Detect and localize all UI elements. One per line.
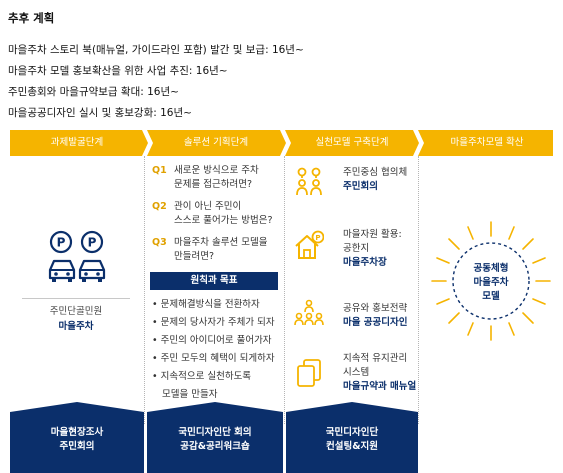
problem-line1: 주민단골민원 — [49, 306, 103, 317]
stage-arrow-banner — [10, 130, 553, 156]
bottom-banner — [10, 402, 418, 473]
column-divider — [144, 156, 145, 424]
page-heading: 추후 계획 — [8, 11, 55, 25]
parking-sign-icon: P P — [49, 230, 104, 254]
stage-label-4: 마을주차모델 확산 — [450, 137, 524, 148]
stage-arrow-3 — [285, 130, 419, 156]
model-item-4: 지속적 유지관리 시스템 마을규약과 매뉴얼 — [343, 353, 417, 392]
question-label: Q3 — [152, 237, 167, 248]
stage-label-3: 실천모델 구축단계 — [315, 137, 389, 148]
stage-arrow-2 — [147, 130, 286, 156]
car-icon — [48, 259, 106, 282]
principle-title-bar: 원칙과 목표 — [150, 272, 278, 290]
house-parking-icon: P — [295, 230, 324, 259]
model-item-3: 공유와 홍보전략 마을 공공디자인 — [343, 303, 408, 328]
principle-item: • 문제해결방식을 전환하자 — [152, 299, 260, 310]
problem-line2: 마을주차 — [58, 321, 94, 332]
principle-item: • 주민 모두의 혜택이 되게하자 — [152, 353, 275, 364]
stage-label-2: 솔루션 기획단계 — [183, 137, 249, 148]
principle-item: • 지속적으로 실천하도록 — [152, 371, 252, 382]
svg-text:P: P — [315, 234, 320, 242]
model-item-2: 마을자원 활용: 공한지 마을주차장 — [343, 229, 402, 268]
problem-box: 주민단골민원 마을주차 — [22, 298, 130, 334]
principle-item: • 문제의 당사자가 주체가 되자 — [152, 317, 275, 328]
plan-item: 마을공공디자인 실시 및 홍보강화: 16년~ — [8, 107, 192, 119]
stage-label-1: 과제발굴단계 — [50, 137, 104, 148]
bottom-block-3 — [286, 402, 418, 473]
bottom-block-1 — [10, 402, 144, 473]
outcome-label: 공동체형 마을주차 모델 — [473, 263, 509, 302]
people-idea-icon — [296, 167, 322, 196]
model-item-1: 주민중심 협의체 주민회의 — [343, 167, 408, 192]
community-icon — [294, 299, 324, 326]
plan-item: 마을주차 모델 홍보확산을 위한 사업 추진: 16년~ — [8, 65, 228, 77]
plan-item: 주민총회와 마을규약보급 확대: 16년~ — [8, 86, 179, 98]
principle-item: • 주민의 아이디어로 풀어가자 — [152, 335, 272, 346]
principle-list: • 문제해결방식을 전환하자 • 문제의 당사자가 주체가 되자 • 주민의 아… — [152, 296, 275, 404]
column-divider — [418, 156, 419, 424]
svg-text:P: P — [57, 236, 66, 250]
bottom-label-1: 마을현장조사 주민회의 — [50, 427, 104, 452]
document-icon — [297, 359, 321, 387]
plan-list: 마을주차 스토리 북(매뉴얼, 가이드라인 포함) 발간 및 보급: 16년~ … — [8, 40, 304, 124]
question-label: Q1 — [152, 165, 167, 176]
stage-arrow-1 — [10, 130, 148, 156]
principle-item: 모델을 만들자 — [162, 389, 218, 400]
column-divider — [284, 156, 285, 424]
svg-text:P: P — [88, 236, 97, 250]
sunburst-icon — [431, 221, 551, 341]
bottom-label-2: 국민디자인단 회의 공감&공리워크숍 — [178, 427, 252, 452]
stage-arrow-4 — [418, 130, 553, 156]
parking-cars-icon: P P — [48, 230, 106, 282]
bottom-block-2 — [147, 402, 283, 473]
bottom-label-3: 국민디자인단 컨설팅&지원 — [325, 427, 379, 452]
plan-item: 마을주차 스토리 북(매뉴얼, 가이드라인 포함) 발간 및 보급: 16년~ — [8, 44, 304, 56]
question-label: Q2 — [152, 201, 167, 212]
